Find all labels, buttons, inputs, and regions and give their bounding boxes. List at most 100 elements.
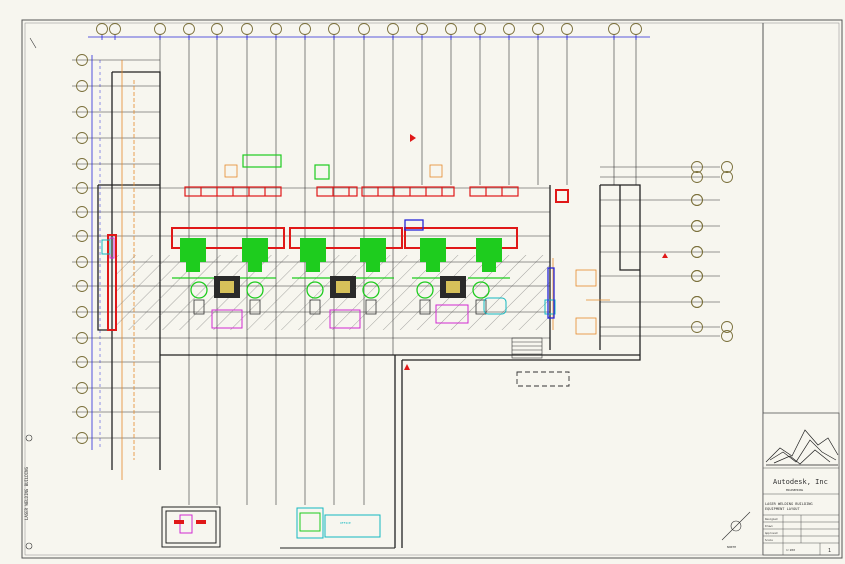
grid-bubble: [691, 171, 703, 183]
robot-reach-ring: [472, 281, 490, 299]
grid-bubble: [76, 382, 88, 394]
building-outline: [97, 71, 641, 548]
grid-bubble: [474, 23, 486, 35]
grid-bubble: [630, 23, 642, 35]
grid-bubble: [76, 280, 88, 292]
grid-bubble: [76, 432, 88, 444]
robot-cell-core: [446, 281, 460, 293]
title-block-logo: [765, 429, 839, 466]
title-block: Autodesk, Inc ENGINEERING LASER WELDING …: [762, 412, 840, 556]
operator-stand: [309, 299, 321, 315]
grid-bubble: [387, 23, 399, 35]
welding-station: [420, 238, 446, 262]
grid-bubble: [211, 23, 223, 35]
robot-reach-ring: [362, 281, 380, 299]
row-designed: Designed: [765, 517, 778, 521]
bottom-equipment-marks: [174, 512, 321, 532]
bottom-left-room: [161, 506, 221, 548]
red-conveyor-frames: [107, 189, 569, 331]
grid-bubble: [76, 230, 88, 242]
right-room-equipment: [575, 269, 610, 335]
welding-station: [180, 238, 206, 262]
operator-stand: [365, 299, 377, 315]
grid-bubble: [241, 23, 253, 35]
grid-bubble: [76, 206, 88, 218]
direction-arrows: [404, 134, 668, 370]
blue-parts: [404, 219, 555, 319]
grid-bubble: [76, 80, 88, 92]
sheet-inner-border: [24, 22, 840, 556]
grid-bubble: [76, 332, 88, 344]
top-grid-bubbles: [96, 23, 642, 35]
magenta-fixtures: [109, 237, 469, 534]
grid-bubble: [76, 132, 88, 144]
robot-reach-ring: [190, 281, 208, 299]
grid-bubble: [96, 23, 108, 35]
north-arrow: NORTH: [721, 511, 751, 549]
grid-bubble: [76, 182, 88, 194]
green-outlines: [242, 154, 330, 180]
operator-stand: [193, 299, 205, 315]
drawing-title-line-1: LASER WELDING BUILDING: [765, 502, 813, 506]
welding-station-base: [248, 262, 262, 272]
welding-station: [476, 238, 502, 262]
red-rack: [469, 186, 519, 197]
robot-reach-ring: [416, 281, 434, 299]
grid-bubble: [691, 321, 703, 333]
grid-bubble: [561, 23, 573, 35]
left-margin-markers: [25, 37, 37, 550]
welding-station: [360, 238, 386, 262]
cyan-items: [101, 239, 556, 539]
red-equipment-racks: [184, 186, 519, 197]
robot-cell-core: [220, 281, 234, 293]
red-rack: [316, 186, 358, 197]
bottom-center-label: OFFICE: [340, 521, 351, 525]
grid-bubble: [76, 406, 88, 418]
scale-value: 1:200: [786, 548, 795, 552]
grid-bubble: [270, 23, 282, 35]
grid-bubble: [76, 306, 88, 318]
welding-station-base: [186, 262, 200, 272]
grid-bubble: [721, 171, 733, 183]
grid-bubble: [691, 246, 703, 258]
row-approved: Approved: [765, 531, 778, 535]
welding-station: [300, 238, 326, 262]
top-dimension-ticks: [101, 34, 637, 40]
operator-stand: [475, 299, 487, 315]
row-scale: Scale: [765, 538, 773, 542]
robot-cell-core: [336, 281, 350, 293]
grid-bubble: [608, 23, 620, 35]
grid-bubble: [109, 23, 121, 35]
welding-station-base: [426, 262, 440, 272]
grid-bubble: [691, 194, 703, 206]
grid-bubble: [76, 256, 88, 268]
operator-stand: [419, 299, 431, 315]
grid-bubble: [691, 220, 703, 232]
left-grid-bubbles: [76, 54, 88, 444]
grid-bubble: [503, 23, 515, 35]
grid-bubble: [532, 23, 544, 35]
north-label: NORTH: [727, 545, 736, 549]
grid-bubble: [358, 23, 370, 35]
welding-station: [242, 238, 268, 262]
grid-bubble: [76, 356, 88, 368]
grid-bubble: [691, 161, 703, 173]
grid-bubble: [721, 321, 733, 333]
outdoor-pad: [516, 371, 570, 387]
stair: [511, 337, 543, 359]
grid-bubble: [445, 23, 457, 35]
grid-bubble: [328, 23, 340, 35]
grid-bubble: [721, 161, 733, 173]
grid-bubble: [721, 330, 733, 342]
drawing-title-line-2: EQUIPMENT LAYOUT: [765, 507, 800, 511]
welding-station-base: [482, 262, 496, 272]
company-subtitle: ENGINEERING: [786, 488, 804, 492]
robot-reach-ring: [246, 281, 264, 299]
red-rack: [361, 186, 455, 197]
sheet-number: 1: [828, 548, 831, 554]
grid-bubble: [76, 54, 88, 66]
grid-bubble: [299, 23, 311, 35]
left-margin-note: LASER WELDING BUILDING: [24, 466, 29, 520]
row-drawn: Drawn: [765, 524, 773, 528]
